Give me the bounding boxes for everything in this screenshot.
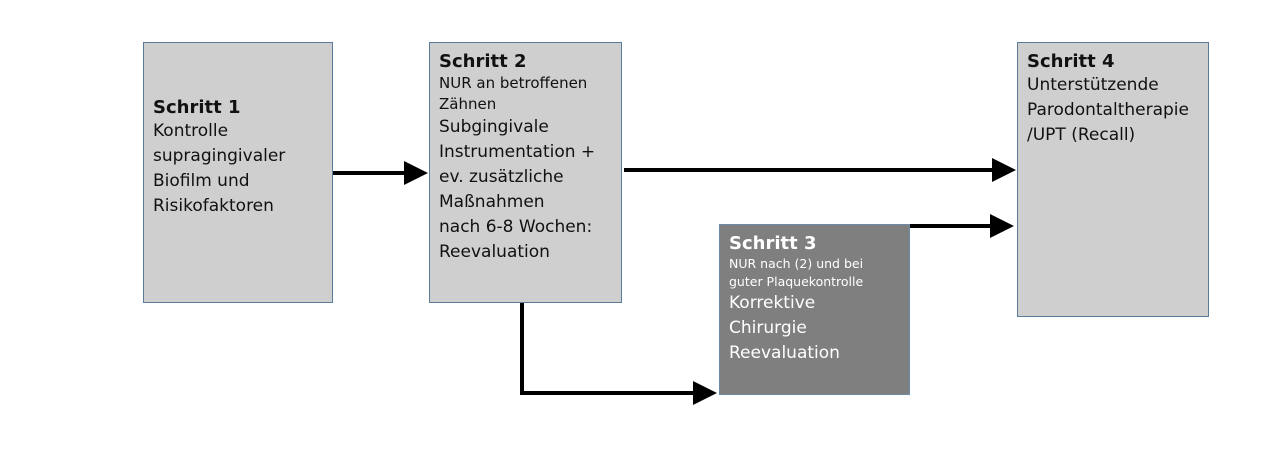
step-3-followup: Reevaluation <box>729 343 840 363</box>
step-1-title: Schritt 1 <box>153 97 241 118</box>
step-3-title: Schritt 3 <box>729 233 817 254</box>
step-2-line: ev. zusätzliche <box>439 167 564 187</box>
step-1-line: Biofilm und <box>153 171 250 191</box>
step-4-line: Unterstützende <box>1027 75 1159 95</box>
step-2-title: Schritt 2 <box>439 51 527 72</box>
step-4-box: Schritt 4 Unterstützende Parodontalthera… <box>1017 42 1209 317</box>
step-3-line: Chirurgie <box>729 318 807 338</box>
step-4-title: Schritt 4 <box>1027 51 1115 72</box>
step-3-line: Korrektive <box>729 293 816 313</box>
step-2-followup: Reevaluation <box>439 242 550 262</box>
step-4-line: Parodontaltherapie <box>1027 100 1189 120</box>
step-1-line: Risikofaktoren <box>153 196 274 216</box>
step-2-line: Subgingivale <box>439 117 549 137</box>
arrow-step2-to-step3 <box>520 303 717 405</box>
step-3-note: NUR nach (2) und bei <box>729 256 864 271</box>
step-4-line: /UPT (Recall) <box>1027 125 1136 145</box>
step-1-line: supragingivaler <box>153 146 286 166</box>
step-2-followup: nach 6-8 Wochen: <box>439 217 593 237</box>
step-2-box: Schritt 2 NUR an betroffenen Zähnen Subg… <box>429 42 622 303</box>
step-1-box: Schritt 1 Kontrolle supragingivaler Biof… <box>143 42 333 303</box>
step-2-line: Instrumentation + <box>439 142 596 162</box>
step-3-note: guter Plaquekontrolle <box>729 274 864 289</box>
step-1-line: Kontrolle <box>153 121 229 141</box>
step-3-box: Schritt 3 NUR nach (2) und bei guter Pla… <box>719 224 910 395</box>
step-2-note: NUR an betroffenen <box>439 74 588 92</box>
step-2-line: Maßnahmen <box>439 192 545 212</box>
step-2-note: Zähnen <box>439 95 497 113</box>
